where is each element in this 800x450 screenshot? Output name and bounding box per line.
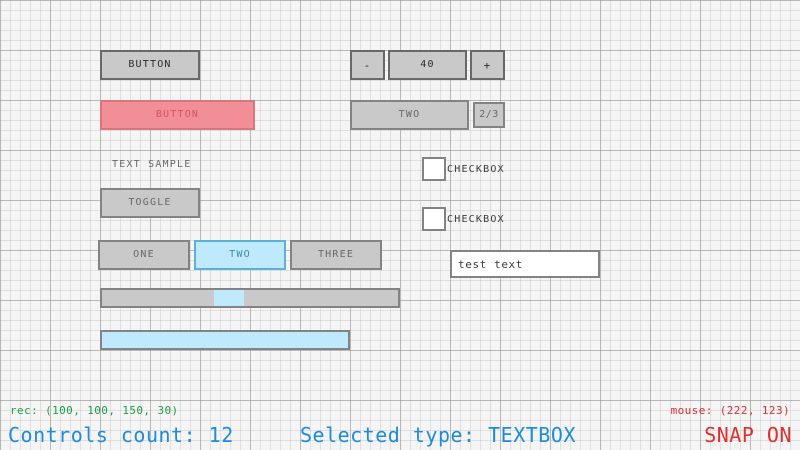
label-text-sample: TEXT SAMPLE xyxy=(112,159,192,170)
status-snap-indicator: SNAP ON xyxy=(704,423,792,447)
progressbar-control[interactable] xyxy=(100,330,350,350)
combobox-count-badge[interactable]: 2/3 xyxy=(473,102,505,128)
status-mouse-position: mouse: (222, 123) xyxy=(670,404,790,417)
textbox-control[interactable]: test text xyxy=(450,250,600,278)
toggle-group[interactable]: ONE TWO THREE xyxy=(98,240,386,270)
checkbox-box-2[interactable] xyxy=(422,207,446,231)
spinner-decrement-button[interactable]: - xyxy=(350,50,385,80)
slider-control[interactable] xyxy=(100,288,400,308)
combobox-value[interactable]: TWO xyxy=(350,100,469,130)
slider-handle[interactable] xyxy=(214,290,244,306)
progressbar-fill xyxy=(102,332,348,348)
checkbox-row-1[interactable]: CHECKBOX xyxy=(422,157,505,181)
checkbox-label-2: CHECKBOX xyxy=(447,213,505,225)
checkbox-row-2[interactable]: CHECKBOX xyxy=(422,207,505,231)
status-controls-count: Controls count: 12 xyxy=(8,423,234,447)
combobox-control[interactable]: TWO 2/3 xyxy=(350,100,505,130)
checkbox-box-1[interactable] xyxy=(422,157,446,181)
toggle-group-item-one[interactable]: ONE xyxy=(98,240,190,270)
toggle-group-item-three[interactable]: THREE xyxy=(290,240,382,270)
toggle-group-item-two[interactable]: TWO xyxy=(194,240,286,270)
spinner-control[interactable]: - 40 + xyxy=(350,50,505,80)
status-selected-type: Selected type: TEXTBOX xyxy=(300,423,576,447)
button-normal[interactable]: BUTTON xyxy=(100,50,200,80)
checkbox-label-1: CHECKBOX xyxy=(447,163,505,175)
button-pressed[interactable]: BUTTON xyxy=(100,100,255,130)
toggle-control[interactable]: TOGGLE xyxy=(100,188,200,218)
status-rec-coordinates: rec: (100, 100, 150, 30) xyxy=(10,404,179,417)
spinner-value-field[interactable]: 40 xyxy=(388,50,467,80)
spinner-increment-button[interactable]: + xyxy=(470,50,505,80)
